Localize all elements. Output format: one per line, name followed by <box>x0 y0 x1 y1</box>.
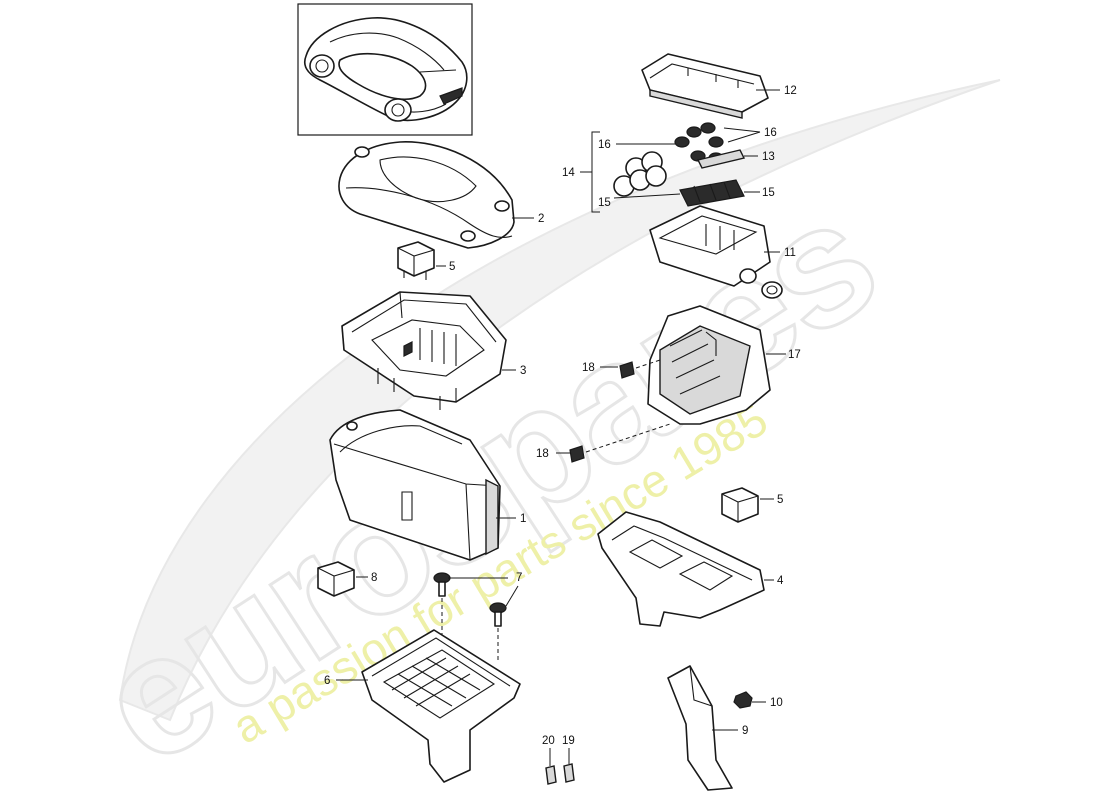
callout-11: 11 <box>784 247 796 259</box>
leader-lines <box>336 89 786 766</box>
part-9-bracket <box>667 665 733 791</box>
part-8-relay <box>317 561 355 597</box>
car-icon <box>304 17 468 122</box>
part-18-screws <box>569 359 671 463</box>
callout-18-lower: 18 <box>536 448 549 460</box>
part-13-plate <box>696 149 746 169</box>
callout-1: 1 <box>520 513 526 525</box>
callout-8: 8 <box>371 572 377 584</box>
part-5-relay-lower <box>721 487 759 523</box>
callout-12: 12 <box>784 85 797 97</box>
callout-18-upper: 18 <box>582 362 595 374</box>
watermark-swoosh <box>118 79 1001 722</box>
callout-3: 3 <box>520 365 526 377</box>
part-17-carrier <box>647 305 771 425</box>
callout-16-left: 16 <box>598 139 611 151</box>
part-10-nut <box>733 691 753 709</box>
part-6-fuse-carrier <box>361 629 521 783</box>
callout-4: 4 <box>777 575 784 587</box>
watermark: eurospares a passion for parts since 198… <box>65 79 1001 800</box>
callout-9: 9 <box>742 725 748 737</box>
callout-16-right: 16 <box>764 127 777 139</box>
part-4-relay-plate <box>597 511 765 627</box>
part-11-housing <box>649 205 783 299</box>
part-12-cover <box>641 53 769 119</box>
part-2-fuse-box-cover <box>338 141 515 249</box>
callout-17: 17 <box>788 349 801 361</box>
callout-15-right: 15 <box>762 187 775 199</box>
part-1-lower-box <box>329 409 501 561</box>
callout-6: 6 <box>324 675 330 687</box>
callout-14: 14 <box>562 167 575 179</box>
callout-7: 7 <box>516 572 522 584</box>
car-thumbnail <box>297 3 473 136</box>
part-14-seals <box>613 151 667 197</box>
callout-labels: 1 2 3 4 5 5 6 7 8 9 10 11 12 13 14 15 15… <box>324 85 801 747</box>
callout-15-left: 15 <box>598 197 611 209</box>
part-5-relay-upper <box>397 241 435 280</box>
callout-2: 2 <box>538 213 544 225</box>
callout-10: 10 <box>770 697 783 709</box>
callout-5-upper: 5 <box>449 261 455 273</box>
part-20-19-fuses <box>545 763 575 785</box>
callout-13: 13 <box>762 151 775 163</box>
part-3-upper-housing <box>341 291 507 410</box>
callout-5-lower: 5 <box>777 494 783 506</box>
part-15-clips <box>679 179 745 207</box>
callout-19: 19 <box>562 735 575 747</box>
callout-20: 20 <box>542 735 555 747</box>
